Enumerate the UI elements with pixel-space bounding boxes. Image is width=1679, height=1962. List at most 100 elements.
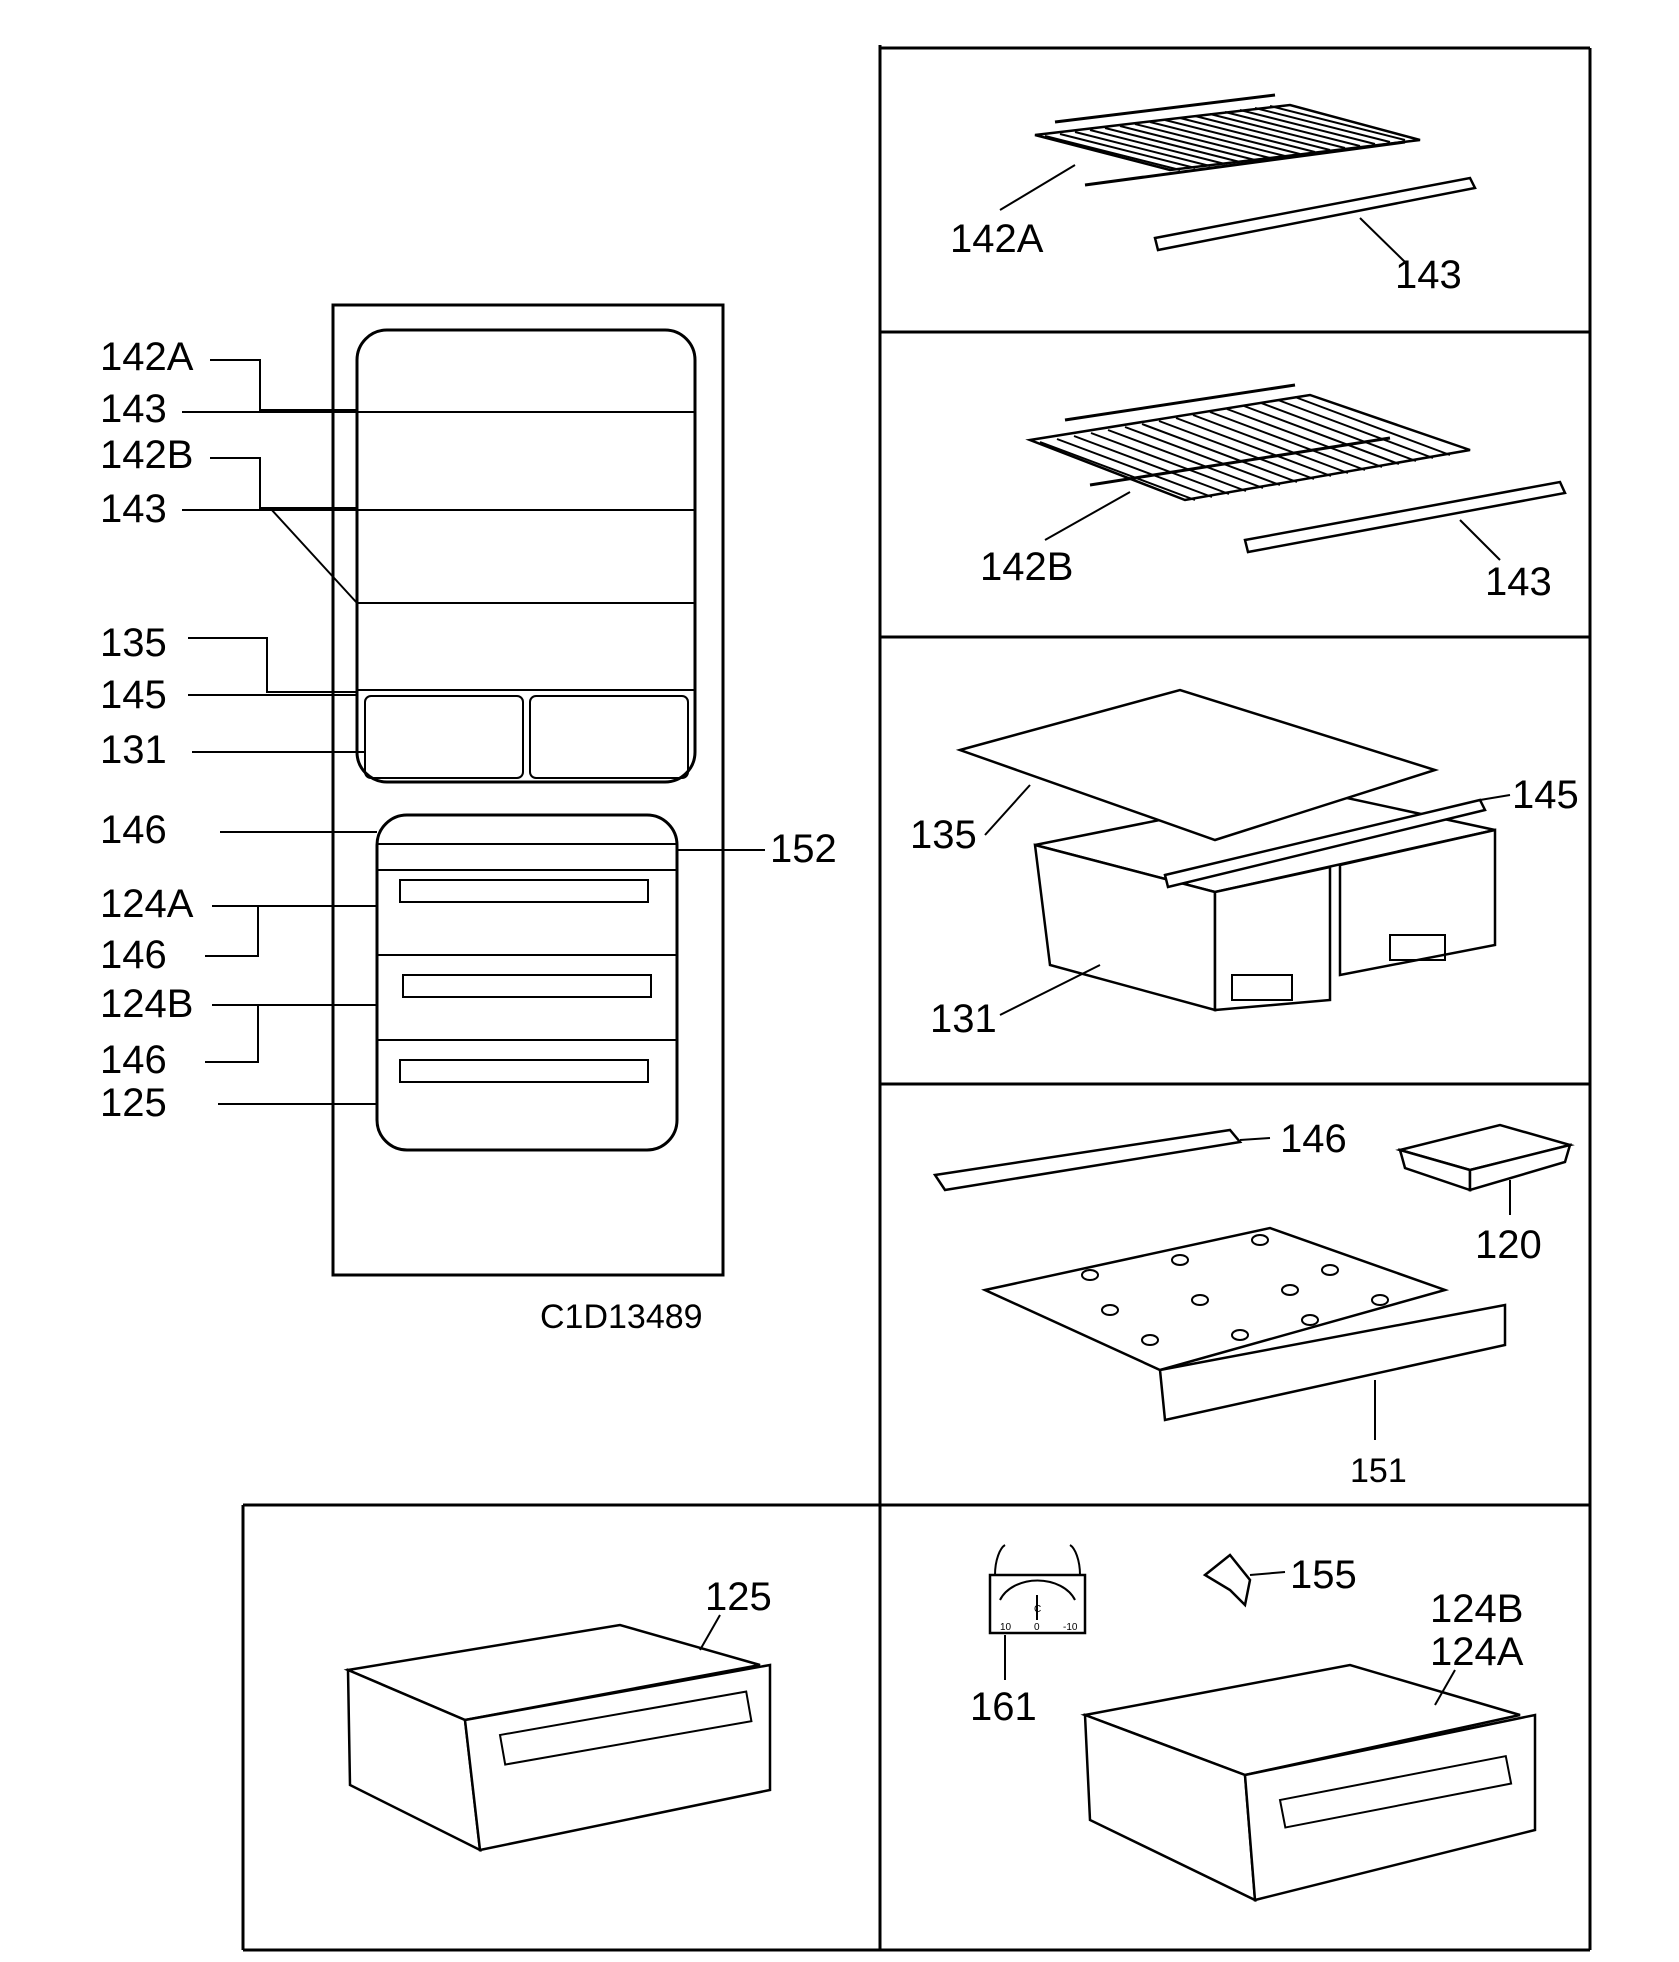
- wire-rung: [1104, 127, 1241, 163]
- wire-rung: [1260, 402, 1417, 462]
- wire-rung: [1254, 107, 1391, 143]
- label-143-a: 143: [100, 387, 167, 431]
- panel3-label-145: 145: [1512, 773, 1579, 817]
- panel3-label-131: 131: [930, 997, 997, 1041]
- tray-peg: [1081, 1269, 1099, 1281]
- panel-freezer-tray: 146 120 151: [932, 1117, 1575, 1490]
- panel4-label-146: 146: [1280, 1117, 1347, 1161]
- wire-rung: [1179, 117, 1316, 153]
- label-146-c: 146: [100, 1038, 167, 1082]
- panel-shelf-142a: 142A 143: [950, 93, 1477, 297]
- wire-rung: [1124, 426, 1281, 486]
- wire-rung: [1294, 396, 1451, 456]
- wire-rung: [1073, 435, 1230, 495]
- thermo-scale-right: -10: [1063, 1622, 1078, 1633]
- panel5-label-125: 125: [705, 1575, 772, 1619]
- thermo-unit: C: [1034, 1604, 1041, 1615]
- crisper-bins-131: [1033, 788, 1497, 1012]
- strip-146: [932, 1128, 1243, 1192]
- wire-rung: [1119, 125, 1256, 161]
- wire-rung: [1141, 423, 1298, 483]
- strip-143-a: [1153, 176, 1477, 252]
- tray-peg: [1301, 1314, 1319, 1326]
- tray-peg: [1171, 1254, 1189, 1266]
- label-152: 152: [770, 827, 837, 871]
- strip-145: [1163, 798, 1487, 889]
- panel2-label-143: 143: [1485, 560, 1552, 604]
- label-131: 131: [100, 728, 167, 772]
- tray-peg: [1101, 1304, 1119, 1316]
- wire-rung: [1164, 119, 1301, 155]
- strip-143-b: [1243, 480, 1567, 554]
- wire-rung: [1224, 111, 1361, 147]
- wire-rung: [1209, 113, 1346, 149]
- wire-rung: [1090, 432, 1247, 492]
- wire-rung: [1056, 438, 1213, 498]
- panel4-label-120: 120: [1475, 1223, 1542, 1267]
- crisper-cover-135: [955, 688, 1440, 842]
- wire-rung: [1239, 109, 1376, 145]
- wire-rung: [1044, 135, 1181, 171]
- thermo-scale-left: 10: [1000, 1622, 1012, 1633]
- wire-rung: [1175, 417, 1332, 477]
- overview-label-group: 142A 143 142B 143 135 145 131 146 124A 1…: [100, 335, 837, 1336]
- panel6-label-124b: 124B: [1430, 1587, 1523, 1631]
- wire-rung: [1269, 105, 1406, 141]
- tray-peg: [1371, 1294, 1389, 1306]
- tray-151: [981, 1226, 1507, 1440]
- panel1-label-143: 143: [1395, 253, 1462, 297]
- panel-crisper: 135 145 131: [910, 688, 1579, 1041]
- overview-leaders: [182, 359, 765, 1105]
- thermo-scale-mid: 0: [1034, 1622, 1040, 1633]
- panel-drawer-124: 10 0 -10 C 161 155 124B 124A: [970, 1544, 1537, 1903]
- wire-rung: [1059, 133, 1196, 169]
- wire-rung: [1149, 121, 1286, 157]
- tray-peg: [1281, 1284, 1299, 1296]
- drawer-124: [1080, 1663, 1537, 1903]
- diagram-code: C1D13489: [540, 1298, 703, 1336]
- panel6-label-124a: 124A: [1430, 1630, 1524, 1674]
- wire-rung: [1192, 414, 1349, 474]
- tray-peg: [1191, 1294, 1209, 1306]
- label-145: 145: [100, 673, 167, 717]
- label-142a: 142A: [100, 335, 194, 379]
- label-146-a: 146: [100, 808, 167, 852]
- tray-peg: [1231, 1329, 1249, 1341]
- label-135: 135: [100, 621, 167, 665]
- wire-rung: [1158, 420, 1315, 480]
- wire-rung: [1226, 408, 1383, 468]
- tray-peg: [1251, 1234, 1269, 1246]
- thermometer-161: 10 0 -10 C: [988, 1544, 1087, 1680]
- tray-peg: [1141, 1334, 1159, 1346]
- panel1-label-142a: 142A: [950, 217, 1044, 261]
- wire-rung: [1277, 399, 1434, 459]
- wire-rung: [1089, 129, 1226, 165]
- label-125: 125: [100, 1081, 167, 1125]
- panel3-label-135: 135: [910, 813, 977, 857]
- panel6-label-161: 161: [970, 1685, 1037, 1729]
- panel6-label-155: 155: [1290, 1553, 1357, 1597]
- wire-rung: [1074, 131, 1211, 167]
- ice-tray-120: [1395, 1123, 1575, 1215]
- wire-rung: [1209, 411, 1366, 471]
- wire-rung: [1039, 441, 1196, 501]
- panel-drawer-125: 125: [343, 1575, 772, 1853]
- label-146-b: 146: [100, 933, 167, 977]
- clip-155: [1202, 1553, 1252, 1608]
- panel-shelf-142b: 142B 143: [980, 383, 1567, 604]
- panel4-label-151: 151: [1350, 1452, 1407, 1490]
- wire-rung: [1134, 123, 1271, 159]
- panel-grid: [241, 45, 1592, 1952]
- tray-peg: [1321, 1264, 1339, 1276]
- wire-rung: [1243, 405, 1400, 465]
- label-124b: 124B: [100, 982, 193, 1026]
- wire-rung: [1194, 115, 1331, 151]
- label-142b: 142B: [100, 433, 193, 477]
- wire-shelf-142b: [1025, 383, 1471, 502]
- fridge-overview: [331, 303, 725, 1277]
- label-143-b: 143: [100, 487, 167, 531]
- panel2-label-142b: 142B: [980, 545, 1073, 589]
- label-124a: 124A: [100, 882, 194, 926]
- wire-shelf-142a: [1034, 93, 1421, 187]
